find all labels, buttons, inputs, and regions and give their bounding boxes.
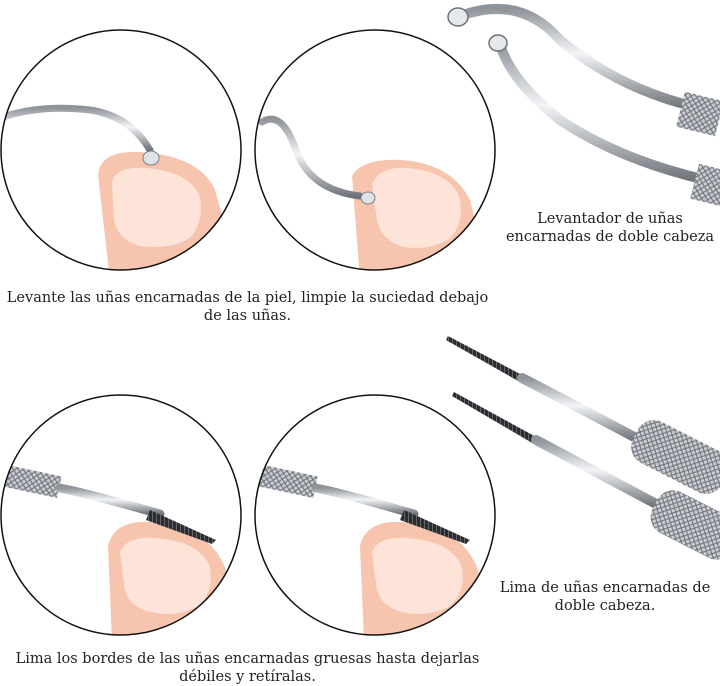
file-usage-caption: Lima los bordes de las uñas encarnadas g… xyxy=(15,651,480,685)
lifter-tool xyxy=(258,115,364,200)
lifter-product-image xyxy=(447,3,720,209)
toenail-shape xyxy=(112,167,201,247)
toenail-shape xyxy=(372,167,461,248)
file-product-image xyxy=(446,336,720,560)
lifter-tool xyxy=(1,104,154,154)
file-demo-circle-2 xyxy=(254,394,496,636)
toenail-shape xyxy=(120,537,211,614)
lifter-demo-circle-2 xyxy=(254,29,496,271)
lifter-usage-caption: Levante las uñas encarnadas de la piel, … xyxy=(6,290,489,324)
file-name-caption: Lima de uñas encarnadas de doble cabeza. xyxy=(499,580,711,614)
toenail-shape xyxy=(372,537,463,614)
lifter-name-caption: Levantador de uñas encarnadas de doble c… xyxy=(505,211,715,245)
lifter-demo-circle-1 xyxy=(0,29,242,271)
file-demo-circle-1 xyxy=(0,394,242,636)
